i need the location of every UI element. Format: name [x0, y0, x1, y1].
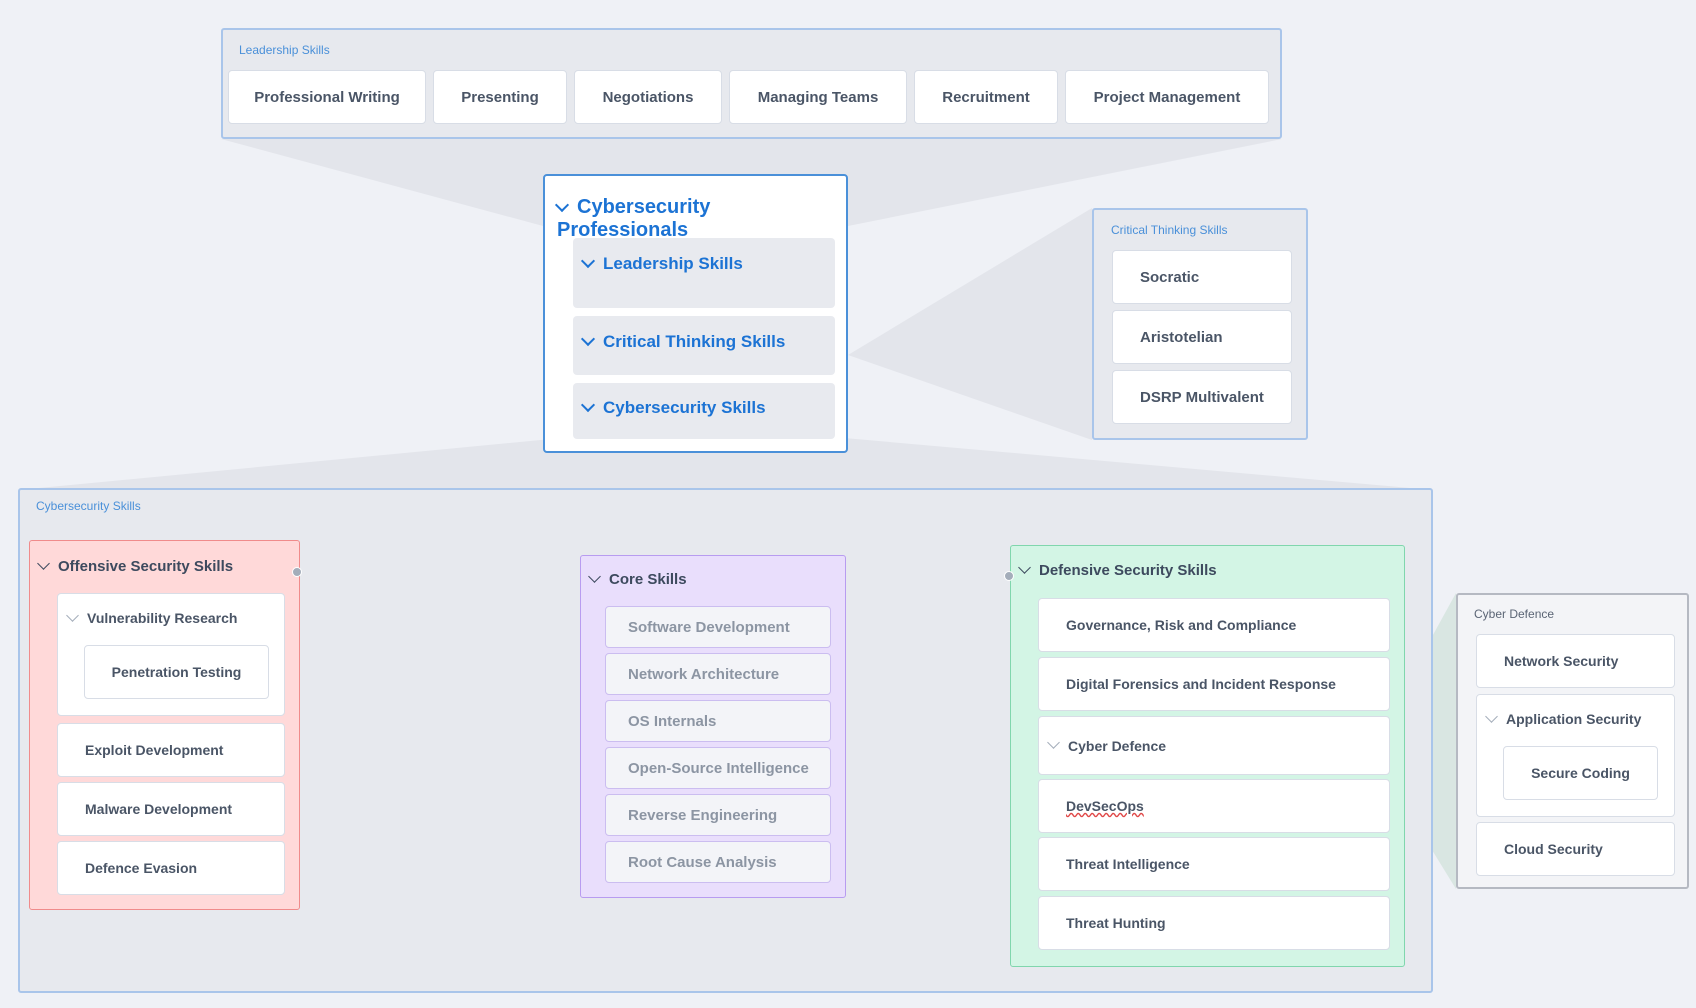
cyber-defence-card[interactable]: Cyber Defence — [1038, 716, 1390, 775]
card-label: DevSecOps — [1066, 798, 1144, 814]
skill-card[interactable]: Exploit Development — [57, 723, 285, 777]
group-title-label: Offensive Security Skills — [58, 558, 234, 575]
root-title-label: Cybersecurity Professionals — [557, 196, 711, 241]
chevron-down-icon[interactable] — [580, 253, 596, 269]
skill-card[interactable]: Recruitment — [914, 70, 1058, 124]
group-title[interactable]: Offensive Security Skills — [37, 557, 234, 575]
panel-title: Leadership Skills — [239, 43, 330, 57]
chevron-down-icon[interactable] — [1485, 710, 1498, 723]
skill-card[interactable]: Cloud Security — [1476, 822, 1675, 876]
cyber-wedge — [18, 437, 1433, 490]
skill-card[interactable]: Governance, Risk and Compliance — [1038, 598, 1390, 652]
leadership-skills-panel: Leadership Skills Professional Writing P… — [221, 28, 1282, 139]
root-node[interactable]: Cybersecurity Professionals Leadership S… — [543, 174, 848, 453]
chevron-down-icon[interactable] — [580, 397, 596, 413]
skill-card[interactable]: Negotiations — [574, 70, 722, 124]
vulnerability-research-title[interactable]: Vulnerability Research — [66, 609, 238, 626]
chevron-down-icon[interactable] — [554, 197, 570, 213]
panel-title: Critical Thinking Skills — [1111, 223, 1228, 237]
group-title[interactable]: Core Skills — [588, 570, 687, 588]
root-item-critical-thinking[interactable]: Critical Thinking Skills — [573, 316, 835, 375]
skill-card[interactable]: Presenting — [433, 70, 567, 124]
application-security-title[interactable]: Application Security — [1485, 710, 1642, 727]
critical-thinking-panel: Critical Thinking Skills Socratic Aristo… — [1092, 208, 1308, 440]
core-skill-item[interactable]: OS Internals — [605, 700, 831, 742]
defensive-security-group[interactable]: Defensive Security Skills Governance, Ri… — [1010, 545, 1405, 967]
offensive-security-group[interactable]: Offensive Security Skills Vulnerability … — [29, 540, 300, 910]
chevron-down-icon[interactable] — [37, 557, 50, 570]
core-skills-group[interactable]: Core Skills Software Development Network… — [580, 555, 846, 898]
root-item-label: Cybersecurity Skills — [603, 398, 766, 417]
chevron-down-icon[interactable] — [66, 609, 79, 622]
skill-card[interactable]: Professional Writing — [228, 70, 426, 124]
panel-title: Cybersecurity Skills — [36, 499, 141, 513]
chevron-down-icon[interactable] — [1047, 736, 1060, 749]
panel-title: Cyber Defence — [1474, 607, 1555, 621]
core-skill-item[interactable]: Network Architecture — [605, 653, 831, 695]
core-skill-item[interactable]: Open-Source Intelligence — [605, 747, 831, 789]
skill-card[interactable]: DevSecOps — [1038, 779, 1390, 833]
skill-card[interactable]: DSRP Multivalent — [1112, 370, 1292, 424]
skill-card[interactable]: Threat Intelligence — [1038, 837, 1390, 891]
cyber-defence-panel: Cyber Defence Network Security Applicati… — [1456, 593, 1689, 889]
root-item-label: Critical Thinking Skills — [603, 332, 786, 351]
card-label: Cyber Defence — [1068, 737, 1167, 754]
group-title-label: Defensive Security Skills — [1039, 562, 1217, 579]
connector-handle[interactable] — [292, 567, 302, 577]
skill-card[interactable]: Managing Teams — [729, 70, 907, 124]
root-item-cybersecurity[interactable]: Cybersecurity Skills — [573, 383, 835, 439]
skill-card[interactable]: Aristotelian — [1112, 310, 1292, 364]
secure-coding-card[interactable]: Secure Coding — [1503, 746, 1658, 800]
root-title[interactable]: Cybersecurity Professionals — [554, 196, 846, 242]
critical-wedge — [848, 208, 1092, 440]
chevron-down-icon[interactable] — [588, 570, 601, 583]
root-item-label: Leadership Skills — [603, 254, 743, 273]
core-skill-item[interactable]: Reverse Engineering — [605, 794, 831, 836]
vulnerability-research-card[interactable]: Vulnerability Research Penetration Testi… — [57, 593, 285, 716]
skill-card[interactable]: Digital Forensics and Incident Response — [1038, 657, 1390, 711]
card-label: Application Security — [1506, 711, 1642, 727]
skill-card[interactable]: Threat Hunting — [1038, 896, 1390, 950]
group-title-label: Core Skills — [609, 571, 687, 588]
core-skill-item[interactable]: Software Development — [605, 606, 831, 648]
chevron-down-icon[interactable] — [580, 331, 596, 347]
skill-card[interactable]: Defence Evasion — [57, 841, 285, 895]
root-item-leadership[interactable]: Leadership Skills — [573, 238, 835, 308]
skill-card[interactable]: Malware Development — [57, 782, 285, 836]
skill-card[interactable]: Socratic — [1112, 250, 1292, 304]
skill-card[interactable]: Project Management — [1065, 70, 1269, 124]
penetration-testing-card[interactable]: Penetration Testing — [84, 645, 269, 699]
connector-handle[interactable] — [1004, 571, 1014, 581]
core-skill-item[interactable]: Root Cause Analysis — [605, 841, 831, 883]
card-label: Vulnerability Research — [87, 610, 238, 626]
application-security-card[interactable]: Application Security Secure Coding — [1476, 694, 1675, 817]
skill-card[interactable]: Network Security — [1476, 634, 1675, 688]
group-title[interactable]: Defensive Security Skills — [1018, 561, 1217, 579]
chevron-down-icon[interactable] — [1018, 561, 1031, 574]
